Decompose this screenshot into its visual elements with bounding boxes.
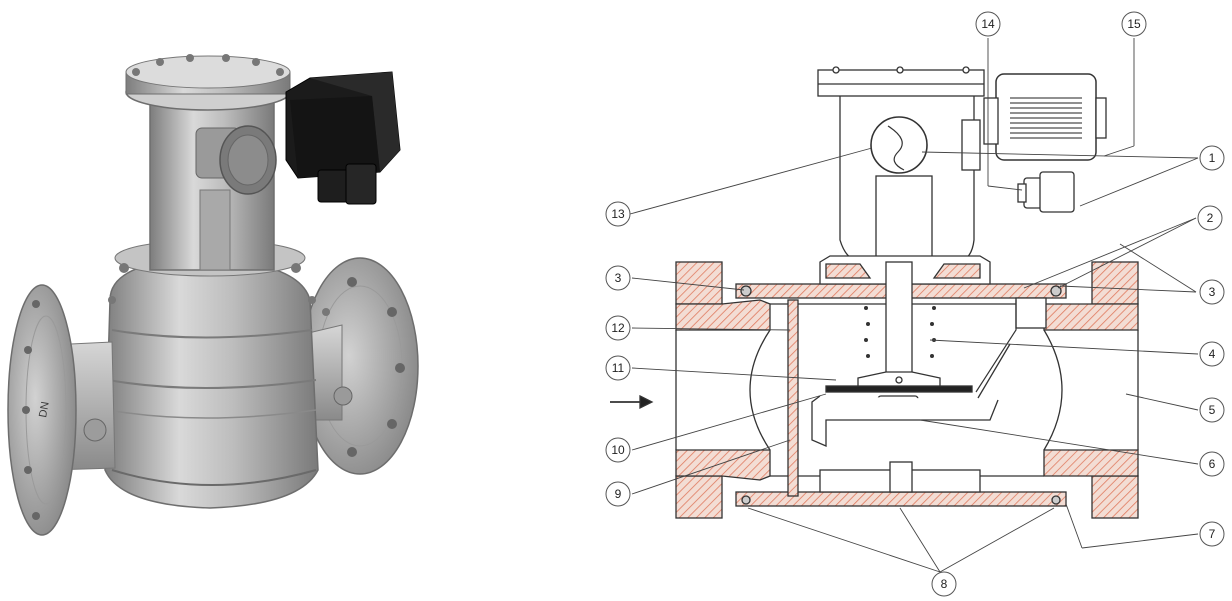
svg-text:1: 1 [1209,151,1216,165]
callout-9: 9 [605,481,631,507]
svg-text:3: 3 [615,271,622,285]
svg-text:14: 14 [981,17,995,31]
callout-4: 4 [1199,341,1225,367]
section-coil [983,73,1107,161]
svg-text:5: 5 [1209,403,1216,417]
callout-2: 2 [1197,205,1223,231]
callout-1: 1 [1199,145,1225,171]
svg-text:11: 11 [612,361,625,375]
section-connector [1017,171,1075,213]
svg-text:15: 15 [1127,17,1141,31]
connector-plug [317,163,377,205]
callout-10: 10 [605,437,631,463]
svg-text:10: 10 [611,443,625,457]
callout-6: 6 [1199,451,1225,477]
svg-text:12: 12 [611,321,625,335]
callout-11: 11 [605,355,631,381]
callout-8: 8 [931,571,957,597]
callout-12: 12 [605,315,631,341]
callout-7: 7 [1199,521,1225,547]
callouts: 1 2 3 3 4 5 6 7 8 9 10 11 12 13 14 15 [605,11,1225,597]
valve-photo: DN [7,54,419,536]
left-flange: DN [7,284,77,536]
callout-15: 15 [1121,11,1147,37]
callout-13: 13 [605,201,631,227]
leader-lines [629,38,1199,573]
callout-3-left: 3 [605,265,631,291]
top-cover [125,54,291,111]
svg-text:8: 8 [941,577,948,591]
body-marking: DN [37,401,52,419]
callout-3-right: 3 [1199,279,1225,305]
flow-arrow-icon [610,394,654,410]
section-body [675,261,1139,519]
solenoid-coil [285,71,401,179]
svg-text:6: 6 [1209,457,1216,471]
section-bottom [735,461,1067,507]
svg-text:4: 4 [1209,347,1216,361]
svg-text:13: 13 [611,207,625,221]
svg-text:2: 2 [1207,211,1214,225]
svg-text:3: 3 [1209,285,1216,299]
svg-text:9: 9 [615,487,622,501]
callout-14: 14 [975,11,1001,37]
svg-text:7: 7 [1209,527,1216,541]
reset-knob [195,125,277,195]
section-reset-knob [870,116,928,174]
section-seat [787,299,1017,497]
callout-5: 5 [1199,397,1225,423]
section-bonnet [817,66,991,285]
